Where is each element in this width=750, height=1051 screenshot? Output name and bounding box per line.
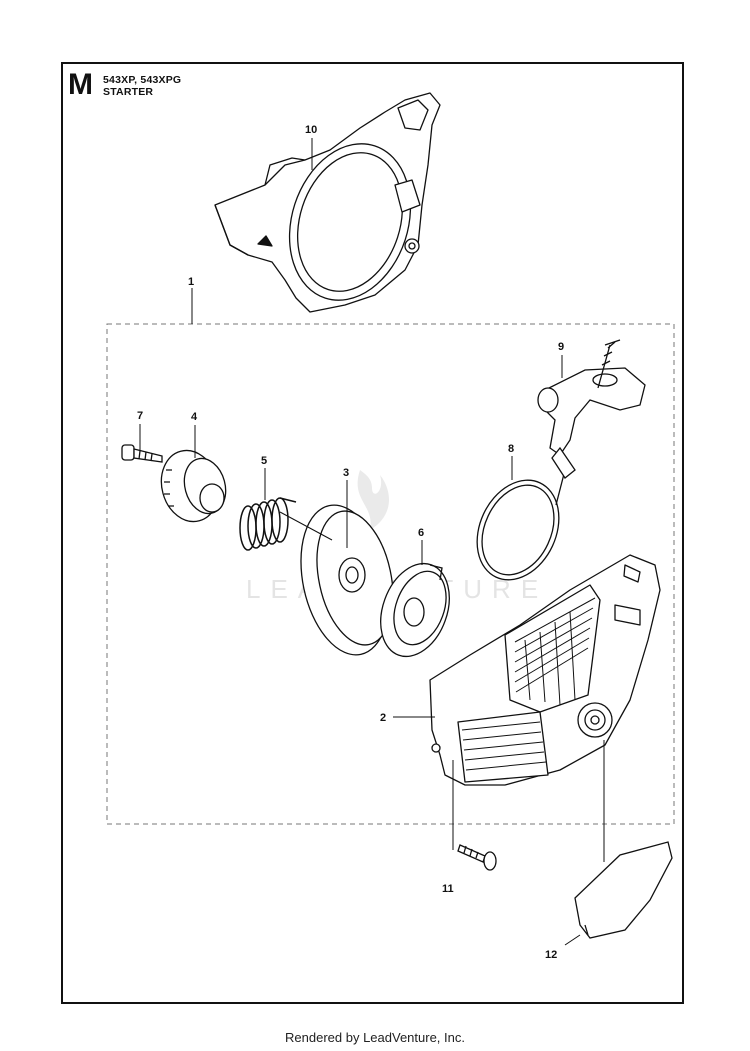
callout-10: 10 (305, 124, 317, 136)
part-2-housing (429, 554, 661, 786)
part-12-pad (574, 841, 673, 939)
callout-11: 11 (442, 883, 454, 895)
callout-5: 5 (261, 455, 267, 467)
part-10-cover (214, 92, 441, 313)
part-7-screw (121, 444, 163, 463)
part-5-spring (239, 497, 297, 551)
callout-6: 6 (418, 527, 424, 539)
callout-12: 12 (545, 949, 557, 961)
callout-4: 4 (191, 411, 198, 423)
callout-9: 9 (558, 341, 564, 353)
model-numbers: 543XP, 543XPG (103, 74, 182, 86)
assembly-boundary (106, 323, 675, 825)
callout-3: 3 (343, 467, 349, 479)
section-title: STARTER (103, 86, 154, 98)
part-6-cassette (380, 562, 450, 658)
part-4-hub (160, 449, 227, 523)
section-letter: M (68, 68, 93, 101)
callout-8: 8 (508, 443, 514, 455)
part-3-pulley (300, 504, 394, 656)
callout-2: 2 (380, 712, 386, 724)
diagram-frame (61, 62, 684, 1004)
leader-lines (139, 138, 605, 946)
callout-7: 7 (137, 410, 143, 422)
part-11-bolt (457, 844, 497, 871)
part-9-handle (537, 339, 646, 479)
footer-credit: Rendered by LeadVenture, Inc. (285, 1030, 465, 1045)
callout-1: 1 (188, 276, 194, 288)
